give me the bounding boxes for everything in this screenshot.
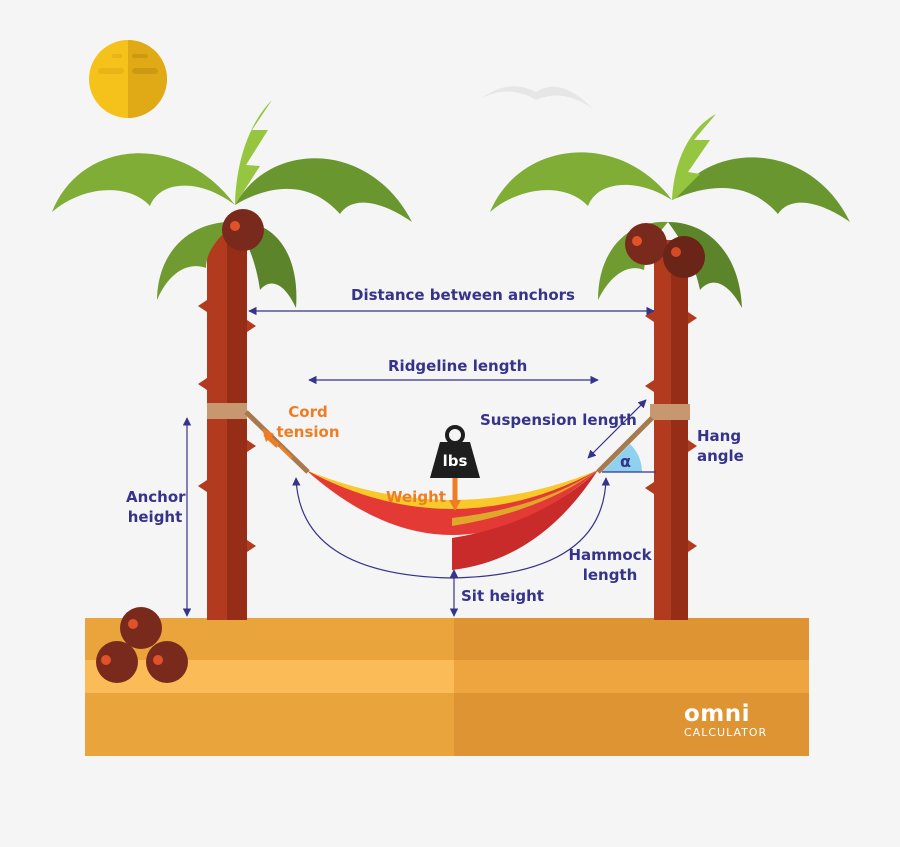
hang-angle-label: Hang angle — [697, 426, 744, 466]
weight-label: Weight — [386, 488, 446, 506]
sun-icon — [89, 40, 167, 118]
cord-tension-label: Cord tension — [276, 402, 340, 442]
distance-between-anchors-label: Distance between anchors — [351, 286, 575, 304]
cord-tension-arrows — [262, 428, 294, 460]
cord-tension-line2: tension — [276, 423, 340, 441]
suspension-length-label: Suspension length — [480, 411, 637, 429]
weight-symbol: lbs — [442, 452, 468, 470]
hammock-length-label: Hammock length — [568, 545, 652, 585]
anchor-height-line1: Anchor — [126, 488, 186, 506]
hammock-length-line1: Hammock — [568, 546, 652, 564]
suspension-arrow — [587, 399, 647, 459]
anchor-height-line2: height — [127, 508, 183, 526]
ridgeline-length-label: Ridgeline length — [388, 357, 528, 375]
palm-tree-right — [490, 114, 850, 620]
omni-calculator-logo: omni CALCULATOR — [684, 702, 767, 740]
brand-name: omni — [684, 701, 751, 727]
weight-icon — [430, 425, 480, 478]
hammock-length-arc — [292, 477, 611, 579]
cord-tension-line1: Cord — [288, 403, 328, 421]
brand-subtitle: CALCULATOR — [684, 726, 768, 739]
palm-tree-left — [52, 100, 412, 620]
hang-angle-line1: Hang — [697, 427, 742, 445]
hammock-icon — [306, 470, 598, 570]
hammock-length-line2: length — [582, 566, 638, 584]
angle-symbol: α — [620, 452, 631, 471]
hang-angle-line2: angle — [697, 447, 744, 465]
anchor-height-label: Anchor height — [126, 487, 186, 527]
sit-height-label: Sit height — [461, 587, 544, 605]
bird-icon — [482, 86, 592, 108]
coconut-icon — [96, 607, 188, 683]
